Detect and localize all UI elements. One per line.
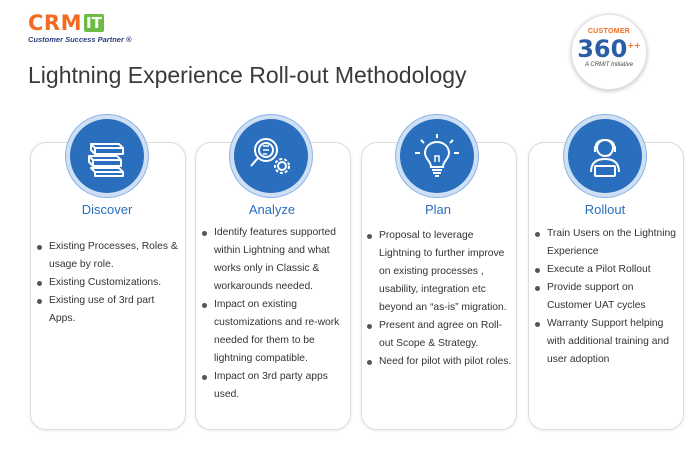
list-item: Impact on existing customizations and re… [202,296,350,368]
list-item: Proposal to leverage Lightning to furthe… [367,227,515,317]
list-item: Present and agree on Roll-out Scope & St… [367,317,515,353]
magnifier-gear-icon [234,119,308,193]
list-item: Need for pilot with pilot roles. [367,353,515,371]
list-item: Execute a Pilot Rollout [535,261,677,279]
analyze-points: Identify features supported within Light… [202,224,350,404]
rollout-points: Train Users on the Lightning Experience … [535,225,677,369]
list-item: Identify features supported within Light… [202,224,350,296]
trainer-icon [568,119,642,193]
list-item: Warranty Support helping with additional… [535,315,677,369]
card-title-rollout: Rollout [528,202,682,217]
logo-wordmark: CRM [28,12,82,34]
customer-360-badge: CUSTOMER 360++ A CRMIT Initiative [571,14,647,90]
list-item: Impact on 3rd party apps used. [202,368,350,404]
logo-it-badge: IT [84,14,104,32]
card-title-discover: Discover [30,202,184,217]
page-title: Lightning Experience Roll-out Methodolog… [28,62,467,89]
list-item: Existing Customizations. [37,274,179,292]
list-item: Existing use of 3rd part Apps. [37,292,179,328]
list-item: Train Users on the Lightning Experience [535,225,677,261]
logo-tagline: Customer Success Partner ® [28,35,131,44]
discover-points: Existing Processes, Roles & usage by rol… [37,238,179,328]
plan-points: Proposal to leverage Lightning to furthe… [367,227,515,371]
badge-top-text: CUSTOMER [572,28,646,35]
lightbulb-icon [400,119,474,193]
card-title-plan: Plan [361,202,515,217]
crmit-logo: CRM IT Customer Success Partner ® [28,12,131,44]
list-item: Provide support on Customer UAT cycles [535,279,677,315]
list-item: Existing Processes, Roles & usage by rol… [37,238,179,274]
books-icon [70,119,144,193]
badge-number: 360++ [572,35,646,60]
card-title-analyze: Analyze [195,202,349,217]
